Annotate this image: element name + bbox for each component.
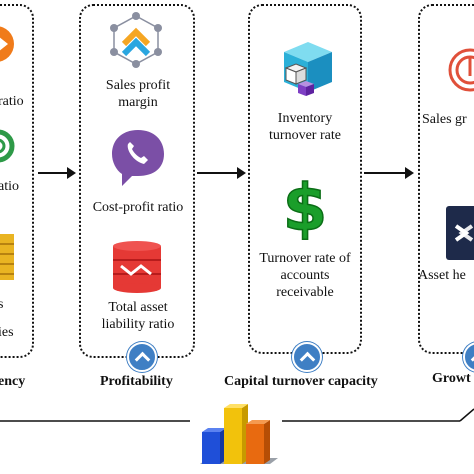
sales-growth-label: Sales gr — [422, 112, 467, 127]
solvency-item-4-label: ies — [0, 325, 14, 340]
profitability-chevron-icon[interactable] — [127, 342, 157, 372]
solvency-item-3-label: s — [0, 297, 4, 312]
network-arrow-icon — [110, 12, 162, 68]
capital-turnover-chevron-icon[interactable] — [292, 342, 322, 372]
growth-box — [418, 4, 474, 354]
inventory-turnover-rate-label: Inventory turnover rate — [269, 111, 341, 143]
capital-turnover-category-label: Capital turnover capacity — [224, 374, 378, 389]
solvency-item-1-label: ratio — [0, 94, 24, 109]
dark-square-icon — [446, 206, 474, 260]
bottom-bracket — [0, 408, 474, 422]
dollar-sign-icon: $ — [282, 171, 328, 247]
profitability-category-label: Profitability — [100, 374, 173, 389]
solvency-item-2-label: atio — [0, 179, 19, 194]
arrow-2 — [197, 167, 246, 179]
arrow-3 — [364, 167, 414, 179]
gold-coil-icon — [0, 234, 14, 280]
total-asset-liability-ratio-label: Total asset liability ratio — [101, 300, 175, 332]
red-database-icon — [113, 241, 161, 293]
bar-chart-icon — [200, 404, 278, 464]
cube-icon — [284, 42, 332, 96]
sales-profit-margin-label: Sales profit margin — [105, 78, 171, 110]
turnover-rate-accounts-receivable-label: Turnover rate of accounts receivable — [259, 251, 351, 300]
growth-category-label: Growt — [432, 371, 471, 386]
svg-text:$: $ — [283, 172, 328, 246]
solvency-box — [0, 4, 34, 358]
arrow-1 — [38, 167, 76, 179]
red-ring-icon — [448, 48, 474, 92]
cost-profit-ratio-label: Cost-profit ratio — [92, 200, 184, 215]
orange-arrow-icon — [0, 26, 14, 62]
asset-health-label: Asset he — [418, 268, 466, 283]
phone-bubble-icon — [112, 130, 164, 186]
solvency-category-label: ency — [0, 374, 26, 389]
green-ring-icon — [0, 129, 15, 163]
